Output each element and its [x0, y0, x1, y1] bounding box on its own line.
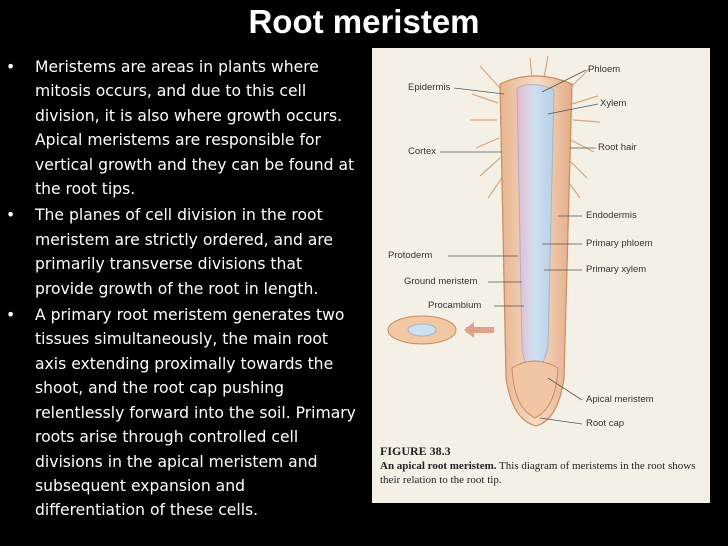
root-diagram-illustration	[387, 55, 601, 427]
pointer-arrowhead	[464, 322, 474, 338]
bullet-item: • A primary root meristem generates two t…	[6, 303, 356, 523]
label-primary-phloem: Primary phloem	[586, 238, 653, 249]
bullet-item: • The planes of cell division in the root…	[6, 203, 356, 301]
figure-caption: An apical root meristem. This diagram of…	[380, 459, 706, 487]
bullet-list: • Meristems are areas in plants where mit…	[6, 55, 356, 525]
label-phloem: Phloem	[588, 64, 621, 75]
label-protoderm: Protoderm	[388, 250, 433, 261]
root-meristem-figure: Epidermis Cortex Phloem Xylem Root hair …	[372, 48, 710, 503]
cross-section-inner	[407, 323, 437, 337]
bullet-icon: •	[6, 58, 16, 76]
label-root-hair: Root hair	[598, 142, 637, 153]
label-cortex: Cortex	[408, 146, 436, 157]
leader-lines	[440, 69, 599, 425]
label-xylem: Xylem	[600, 98, 627, 109]
figure-caption-title: FIGURE 38.3	[380, 444, 451, 458]
bullet-text: The planes of cell division in the root …	[35, 206, 334, 298]
label-ground-meristem: Ground meristem	[404, 276, 478, 287]
bullet-item: • Meristems are areas in plants where mit…	[6, 55, 356, 201]
slide-title: Root meristem	[248, 3, 480, 40]
label-endodermis: Endodermis	[586, 210, 637, 221]
figure-caption-bold: An apical root meristem.	[380, 460, 497, 472]
label-root-cap: Root cap	[586, 418, 625, 429]
figure-caption-text: This diagram of meristems in the root sh…	[380, 460, 696, 486]
root-cap-shape	[511, 360, 559, 419]
label-epidermis: Epidermis	[408, 82, 451, 93]
label-primary-xylem: Primary xylem	[586, 264, 647, 275]
vascular-cylinder	[516, 84, 555, 371]
bullet-text: Meristems are areas in plants where mito…	[35, 58, 355, 199]
label-apical-meristem: Apical meristem	[586, 394, 654, 405]
bullet-icon: •	[6, 206, 16, 225]
bullet-icon: •	[6, 306, 16, 325]
label-procambium: Procambium	[428, 300, 482, 311]
bullet-text: A primary root meristem generates two ti…	[35, 306, 356, 520]
